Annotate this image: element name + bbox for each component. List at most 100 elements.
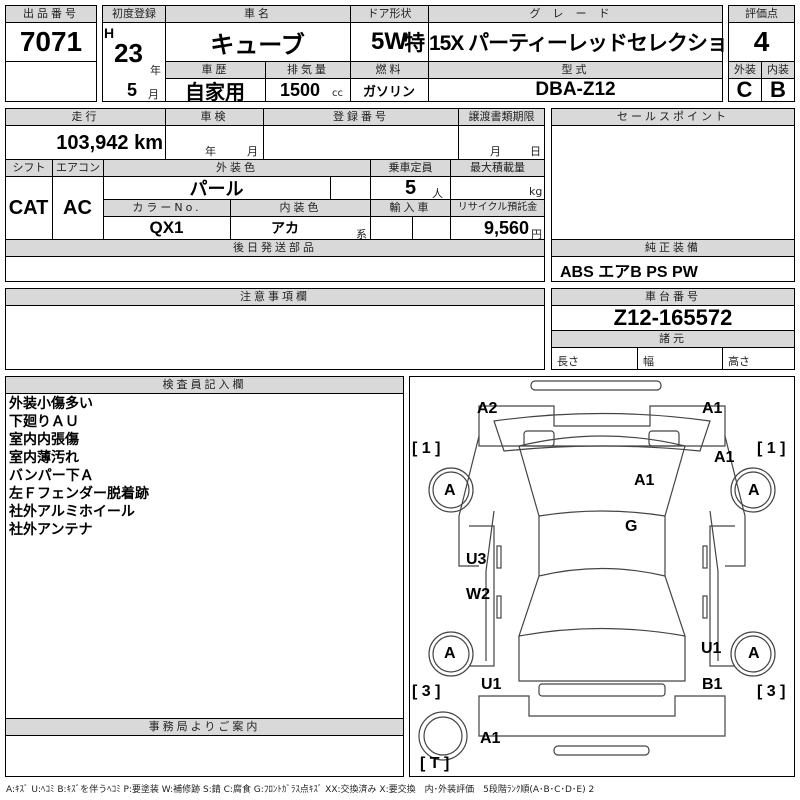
transfer-label: 譲渡書類期限	[458, 108, 545, 126]
office-label: 事務局よりご案内	[5, 718, 404, 736]
int-grade: B	[770, 77, 786, 102]
damage-mark: A1	[634, 472, 655, 489]
tire-tread-rl: [ 3 ]	[412, 683, 441, 700]
damage-mark: A	[444, 645, 456, 662]
length-label: 長さ	[557, 355, 579, 368]
ext-color: パール	[189, 179, 244, 199]
score: 4	[753, 26, 770, 57]
int-label: 内装	[761, 61, 795, 79]
sales-point-label: セールスポイント	[551, 108, 795, 126]
height-label: 高さ	[728, 355, 750, 368]
chassis-number: Z12-165572	[613, 305, 733, 330]
displacement: 1500	[280, 79, 321, 100]
damage-mark: A2	[477, 400, 498, 417]
inspection-month: 月	[247, 145, 258, 158]
door-type: 5W	[371, 28, 407, 55]
model-code: DBA-Z12	[535, 79, 616, 100]
grade: 特 15X パーティーレッドセレクション	[404, 32, 748, 55]
fuel-label: 燃料	[350, 61, 429, 79]
shift-label: シフト	[5, 159, 53, 177]
damage-mark: U1	[701, 640, 722, 657]
damage-mark: G	[625, 518, 638, 535]
specs-label: 諸元	[551, 330, 795, 348]
tire-tread-rr: [ 3 ]	[757, 683, 786, 700]
recycle-fee: 9,560	[483, 217, 529, 238]
damage-mark: W2	[466, 586, 490, 603]
fuel: ガソリン	[362, 83, 415, 99]
damage-mark: A1	[702, 400, 723, 417]
cc-unit: cc	[332, 88, 343, 99]
grade-label: グレード	[428, 5, 723, 23]
tire-tread-fl: [ 1 ]	[412, 440, 441, 457]
width-label: 幅	[643, 355, 654, 368]
damage-mark: U3	[466, 551, 487, 568]
color-no-label: カラーNo.	[103, 199, 231, 217]
capacity-unit: 人	[432, 187, 443, 200]
month-unit: 月	[148, 88, 159, 101]
color-no: QX1	[149, 218, 184, 237]
damage-mark: A1	[480, 730, 501, 747]
car-diagram-icon	[418, 380, 776, 761]
era: H	[104, 25, 115, 41]
damage-mark: A	[748, 645, 760, 662]
history: 自家用	[185, 79, 245, 104]
air-conditioner: AC	[63, 196, 92, 219]
note: 社外アンテナ	[9, 522, 93, 538]
note: 室内薄汚れ	[9, 450, 79, 466]
car-name-label: 車名	[165, 5, 351, 23]
door-label: ドア形状	[350, 5, 429, 23]
inspector-notes: 外装小傷多い 下廻りＡＵ 室内内張傷 室内薄汚れ バンパー下Ａ 左Ｆフェンダー脱…	[9, 395, 149, 539]
note: 下廻りＡＵ	[9, 414, 79, 430]
mileage-label: 走行	[5, 108, 166, 126]
transfer-month: 月	[490, 145, 501, 158]
first-reg-label: 初度登録	[102, 5, 166, 23]
int-color: アカ	[271, 220, 299, 236]
inspection-year: 年	[205, 145, 216, 158]
later-parts-label: 後日発送部品	[5, 239, 545, 257]
ext-color-label: 外装色	[103, 159, 371, 177]
equipment: ABS エアB PS PW	[560, 263, 698, 281]
note: バンパー下Ａ	[9, 468, 94, 484]
caution-label: 注意事項欄	[5, 288, 545, 306]
recycle-unit: 円	[531, 228, 542, 241]
reg-no-label: 登録番号	[263, 108, 459, 126]
note: 室内内張傷	[9, 432, 79, 448]
ext-grade: C	[736, 77, 753, 102]
inspector-label: 検査員記入欄	[5, 376, 404, 394]
max-load-label: 最大積載量	[450, 159, 545, 177]
inspection-label: 車検	[165, 108, 264, 126]
recycle-label: リサイクル預託金	[450, 199, 545, 217]
import-label: 輸入車	[370, 199, 451, 217]
mileage: 103,942 km	[56, 131, 163, 154]
int-color-suffix: 系	[356, 228, 367, 241]
damage-mark: U1	[481, 676, 502, 693]
reg-month: 5	[127, 80, 138, 100]
score-label: 評価点	[728, 5, 795, 23]
car-name: キューブ	[210, 31, 305, 59]
damage-mark: A	[444, 482, 456, 499]
damage-mark: A	[748, 482, 760, 499]
note: 外装小傷多い	[9, 396, 93, 412]
reg-year: 23	[114, 38, 143, 68]
model-label: 型式	[428, 61, 723, 79]
damage-mark: A1	[714, 449, 735, 466]
legend: A:ｷｽﾞ U:ﾍｺﾐ B:ｷｽﾞを伴うﾍｺﾐ P:要塗装 W:補修跡 S:錆 …	[6, 785, 595, 795]
ac-label: エアコン	[52, 159, 104, 177]
tire-tread-fr: [ 1 ]	[757, 440, 786, 457]
year-unit: 年	[150, 64, 161, 77]
damage-mark: B1	[702, 676, 723, 693]
displacement-label: 排気量	[265, 61, 351, 79]
capacity-label: 乗車定員	[370, 159, 451, 177]
spare-tire: [ T ]	[420, 755, 450, 772]
int-color-label: 内装色	[230, 199, 371, 217]
transfer-day: 日	[530, 145, 541, 158]
shift: CAT	[8, 196, 49, 219]
note: 社外アルミホイール	[9, 504, 135, 520]
car-diagram-box	[409, 376, 795, 777]
chassis-label: 車台番号	[551, 288, 795, 306]
equipment-label: 純正装備	[551, 239, 795, 257]
max-load-unit: kg	[529, 185, 543, 198]
lot-number: 7071	[5, 22, 97, 62]
note: 左Ｆフェンダー脱着跡	[9, 486, 149, 502]
lot-number-label: 出品番号	[5, 5, 97, 23]
